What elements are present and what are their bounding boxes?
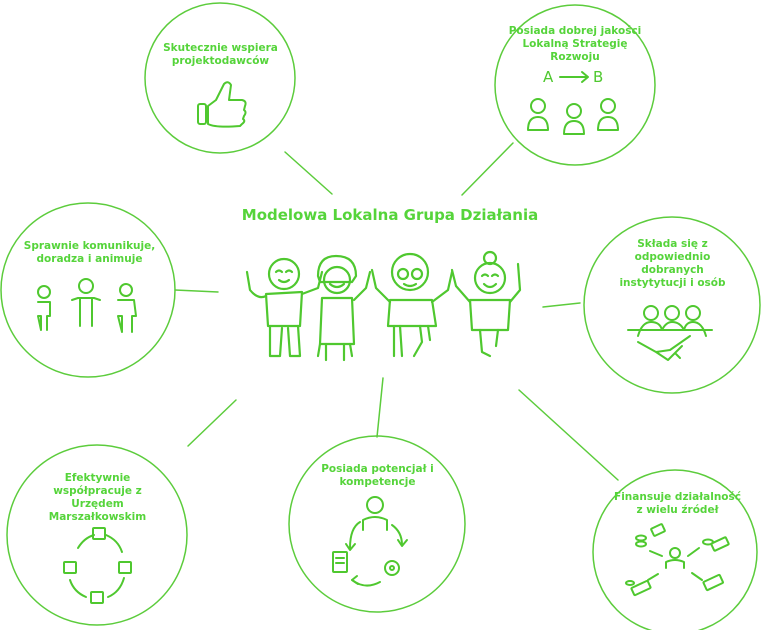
a-to-b-people-icon: A B	[527, 68, 619, 135]
label-b: B	[593, 68, 603, 86]
label-a: A	[543, 68, 554, 86]
node-circle-strategy	[494, 4, 656, 166]
diagram-title: Modelowa Lokalna Grupa Działania	[241, 206, 539, 224]
connectors	[174, 142, 619, 481]
connector-finances	[518, 389, 619, 481]
three-people-talking-icon	[37, 278, 137, 333]
node-circle-cooperates	[6, 444, 188, 626]
node-label-communicates: Sprawnie komunikuje, doradza i animuje	[23, 240, 156, 265]
four-people-illustration	[245, 250, 522, 362]
node-label-competence: Posiada potencjał i kompetencje	[321, 463, 434, 488]
person-cycle-icon	[332, 496, 408, 587]
network-cycle-icon	[63, 527, 132, 604]
node-label-finances: Finansuje działalność z wielu źródeł	[614, 491, 741, 516]
money-sources-icon	[625, 523, 730, 597]
node-circle-communicates	[0, 202, 176, 378]
node-circle-institutions	[583, 216, 761, 394]
node-label-cooperates: Efektywnie współpracuje z Urzędem Marsza…	[48, 472, 147, 523]
node-circle-supports	[144, 2, 296, 154]
connector-competence	[376, 377, 384, 438]
connector-cooperates	[187, 399, 237, 447]
node-label-institutions: Składa się z odpowiednio dobranych insty…	[619, 238, 726, 289]
connector-communicates	[174, 289, 219, 293]
connector-strategy	[461, 142, 514, 196]
node-label-supports: Skutecznie wspiera projektodawców	[163, 42, 278, 67]
person-3	[370, 252, 454, 358]
node-circle-competence	[288, 435, 466, 613]
node-label-strategy: Posiada dobrej jakości Lokalną Strategię…	[508, 25, 642, 63]
node-circle-finances	[592, 469, 758, 634]
thumbs-up-icon	[197, 81, 247, 128]
person-4	[450, 250, 522, 358]
person-1	[245, 257, 324, 358]
connector-supports	[284, 151, 333, 195]
person-2	[316, 254, 372, 362]
connector-institutions	[542, 302, 581, 308]
handshake-people-icon	[627, 305, 713, 361]
